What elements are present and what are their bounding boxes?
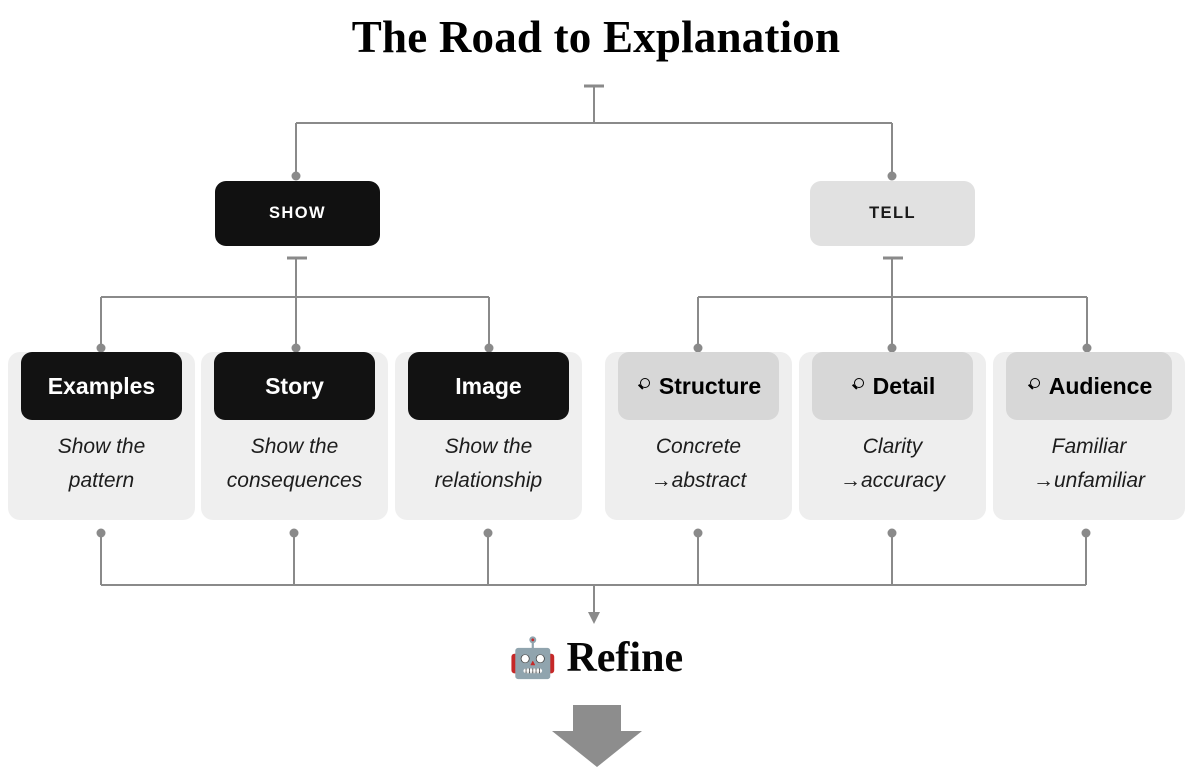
card-subtext-line: Clarity [862,435,923,458]
branch-label: TELL [869,204,916,222]
down-block-arrow [552,705,642,767]
magnifier-icon [850,377,867,396]
card-subtext-image: Show the relationship [401,430,576,498]
card-header-label: Examples [47,372,156,399]
card-subtext-line: consequences [226,469,363,492]
card-subtext-audience: Familiar →unfamiliar [999,430,1179,498]
card-header-detail[interactable]: Detail [812,352,973,420]
card-header-examples[interactable]: Examples [21,352,182,420]
card-subtext-line: Familiar [1051,435,1127,458]
card-header-label: Structure [658,372,762,399]
card-subtext-line: Show the [444,435,533,458]
branch-box-show[interactable]: SHOW [215,181,380,246]
card-subtext-examples: Show the pattern [14,430,189,498]
card-header-label: Detail [872,372,936,399]
card-subtext-line: Concrete [655,435,742,458]
card-subtext-line: relationship [434,469,543,492]
card-header-structure[interactable]: Structure [618,352,779,420]
branch-label: SHOW [269,204,326,222]
card-subtext-line: Show the [250,435,339,458]
magnifier-icon [1026,377,1043,396]
card-subtext-detail: Clarity →accuracy [805,430,980,498]
magnifier-icon [636,377,653,396]
robot-icon: 🤖 [508,635,558,681]
card-subtext-line: Show the [57,435,146,458]
card-subtext-story: Show the consequences [207,430,382,498]
leaf-card-audience[interactable]: Audience Familiar →unfamiliar [993,352,1185,520]
leaf-card-structure[interactable]: Structure Concrete →abstract [605,352,792,520]
leaf-card-detail[interactable]: Detail Clarity →accuracy [799,352,986,520]
card-subtext-line: →abstract [650,469,747,492]
card-header-story[interactable]: Story [214,352,375,420]
card-header-audience[interactable]: Audience [1006,352,1172,420]
card-header-label: Audience [1048,372,1153,399]
refine-label: Refine [566,635,684,681]
branch-box-tell[interactable]: TELL [810,181,975,246]
leaf-card-story[interactable]: Story Show the consequences [201,352,388,520]
card-subtext-structure: Concrete →abstract [611,430,786,498]
page-title: The Road to Explanation [351,12,841,62]
card-header-label: Story [265,372,324,399]
card-subtext-line: →accuracy [839,469,946,492]
card-header-label: Image [455,372,522,399]
refine-arrowhead [588,612,600,624]
leaf-card-image[interactable]: Image Show the relationship [395,352,582,520]
card-subtext-line: pattern [68,469,135,492]
refine-row: 🤖 Refine [0,636,1192,680]
card-subtext-line: →unfamiliar [1032,469,1146,492]
card-header-image[interactable]: Image [408,352,569,420]
leaf-card-examples[interactable]: Examples Show the pattern [8,352,195,520]
